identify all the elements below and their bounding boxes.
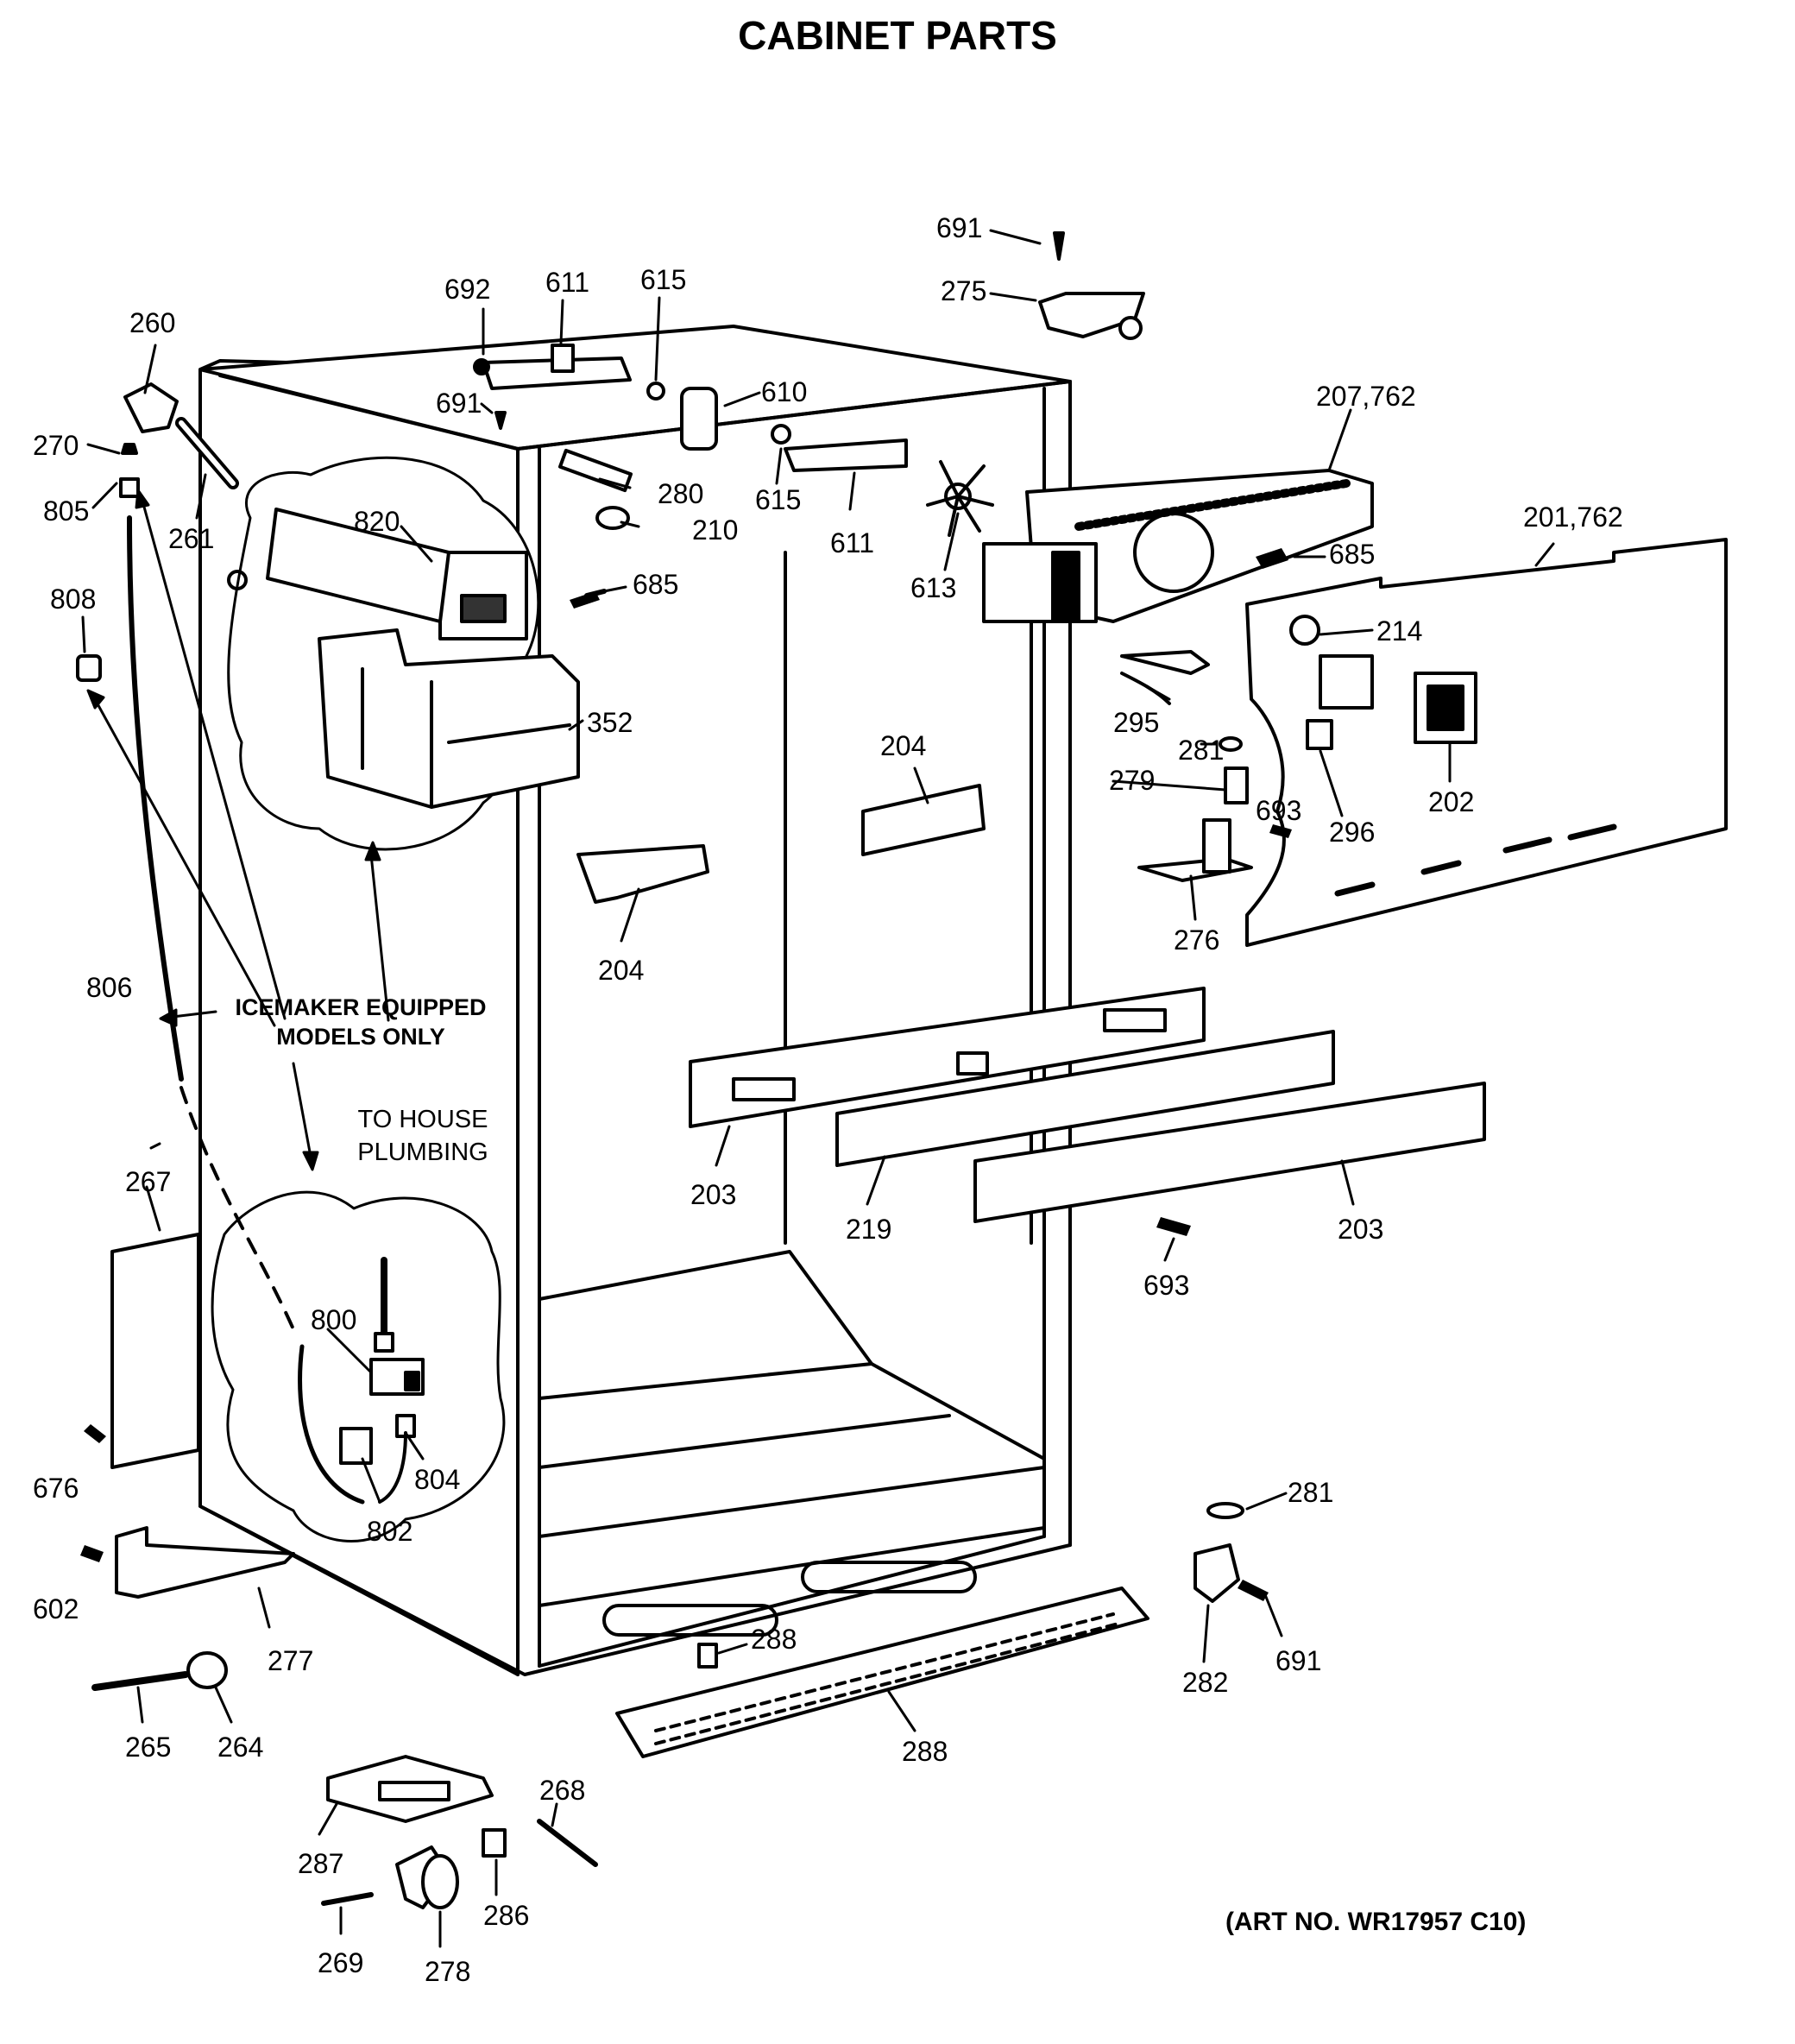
part-label: 800 xyxy=(311,1304,356,1335)
leveler-287 xyxy=(326,1755,494,1823)
part-label: 804 xyxy=(414,1464,460,1495)
roller-264 xyxy=(91,1651,228,1691)
page-title: CABINET PARTS xyxy=(738,13,1057,58)
icemaker-note-arrows xyxy=(86,489,390,1171)
part-label: 270 xyxy=(33,430,79,461)
part-label: 214 xyxy=(1376,615,1422,647)
bottom-rail-277 xyxy=(115,1526,295,1599)
part-label: 202 xyxy=(1428,786,1474,817)
part-label: 201,762 xyxy=(1523,502,1623,533)
icemaker-note: ICEMAKER EQUIPPED MODELS ONLY xyxy=(214,993,507,1051)
part-label: 204 xyxy=(880,730,926,761)
part-label: 611 xyxy=(830,527,874,558)
part-label: 693 xyxy=(1143,1270,1189,1301)
bottom-hinge-282 xyxy=(1194,1502,1244,1603)
part-label: 691 xyxy=(436,388,482,419)
part-label: 685 xyxy=(633,569,678,600)
part-label: 352 xyxy=(587,707,633,738)
grille-288 xyxy=(615,1587,1149,1758)
part-label: 287 xyxy=(298,1848,343,1879)
part-label: 676 xyxy=(33,1473,79,1504)
part-label: 278 xyxy=(425,1956,470,1987)
part-label: 210 xyxy=(692,514,738,546)
water-valve-800 xyxy=(298,1257,425,1505)
part-label: 275 xyxy=(941,275,986,306)
part-label: 261 xyxy=(168,523,214,554)
caster-278 xyxy=(395,1845,459,1909)
part-label: 281 xyxy=(1178,735,1224,766)
ice-bucket-352 xyxy=(318,628,580,809)
part-label: 207,762 xyxy=(1316,381,1416,412)
plumbing-callout-cloud xyxy=(211,1190,506,1542)
leader-lines xyxy=(81,229,1555,1948)
part-label: 613 xyxy=(910,572,956,603)
part-label: 615 xyxy=(640,264,686,295)
part-label: 288 xyxy=(902,1736,948,1767)
part-label: 611 xyxy=(545,267,589,298)
part-labels: 691 275 692 611 615 610 691 615 611 207,… xyxy=(33,212,1623,1987)
part-label: 265 xyxy=(125,1732,171,1763)
access-panel-267 xyxy=(110,1233,200,1469)
control-panel-201 xyxy=(1245,538,1728,947)
part-label: 281 xyxy=(1288,1477,1333,1508)
part-label: 269 xyxy=(318,1947,363,1978)
part-label: 615 xyxy=(755,484,801,515)
shelf-support-204 xyxy=(576,784,986,904)
part-label: 296 xyxy=(1329,817,1375,848)
part-label: 820 xyxy=(354,506,400,537)
top-hinge-275 xyxy=(1038,231,1145,340)
part-label: 610 xyxy=(761,376,807,407)
part-label: 203 xyxy=(690,1179,736,1210)
part-label: 268 xyxy=(539,1775,585,1806)
part-label: 276 xyxy=(1174,924,1219,956)
part-label: 602 xyxy=(33,1593,79,1624)
plumbing-note: TO HOUSE PLUMBING xyxy=(345,1103,501,1169)
part-label: 264 xyxy=(217,1732,263,1763)
part-label: 279 xyxy=(1109,765,1155,796)
top-hardware xyxy=(473,344,994,598)
art-number: (ART NO. WR17957 C10) xyxy=(1225,1908,1527,1936)
part-label: 219 xyxy=(846,1214,891,1245)
part-label: 805 xyxy=(43,495,89,527)
plumbing-note-line2: PLUMBING xyxy=(357,1139,488,1166)
rails-203-219 xyxy=(689,987,1486,1223)
part-label: 802 xyxy=(367,1516,413,1547)
water-tube-806 xyxy=(76,477,295,1331)
part-label: 204 xyxy=(598,955,644,986)
part-label: 267 xyxy=(125,1166,171,1197)
icemaker-note-line1: ICEMAKER EQUIPPED xyxy=(235,994,487,1020)
part-label: 282 xyxy=(1182,1667,1228,1698)
part-label: 277 xyxy=(268,1645,313,1676)
part-label: 693 xyxy=(1256,795,1301,826)
part-label: 685 xyxy=(1329,539,1375,570)
part-label: 806 xyxy=(86,972,132,1003)
icemaker-unit-820 xyxy=(227,508,528,640)
part-label: 691 xyxy=(1275,1645,1321,1676)
small-parts-286-268-269 xyxy=(321,1819,598,1906)
fill-fitting-260 xyxy=(121,382,239,489)
part-label: 691 xyxy=(936,212,982,243)
part-label: 280 xyxy=(658,478,703,509)
fan-assembly-207 xyxy=(982,469,1374,623)
part-label: 808 xyxy=(50,584,96,615)
part-label: 295 xyxy=(1113,707,1159,738)
part-label: 692 xyxy=(444,274,490,305)
part-label: 286 xyxy=(483,1900,529,1931)
icemaker-note-line2: MODELS ONLY xyxy=(276,1024,445,1050)
plumbing-note-line1: TO HOUSE xyxy=(357,1106,488,1133)
screws xyxy=(80,548,1292,1601)
part-label: 288 xyxy=(751,1624,797,1655)
part-label: 260 xyxy=(129,307,175,338)
controls-small-parts xyxy=(1120,650,1253,882)
part-label: 203 xyxy=(1338,1214,1383,1245)
